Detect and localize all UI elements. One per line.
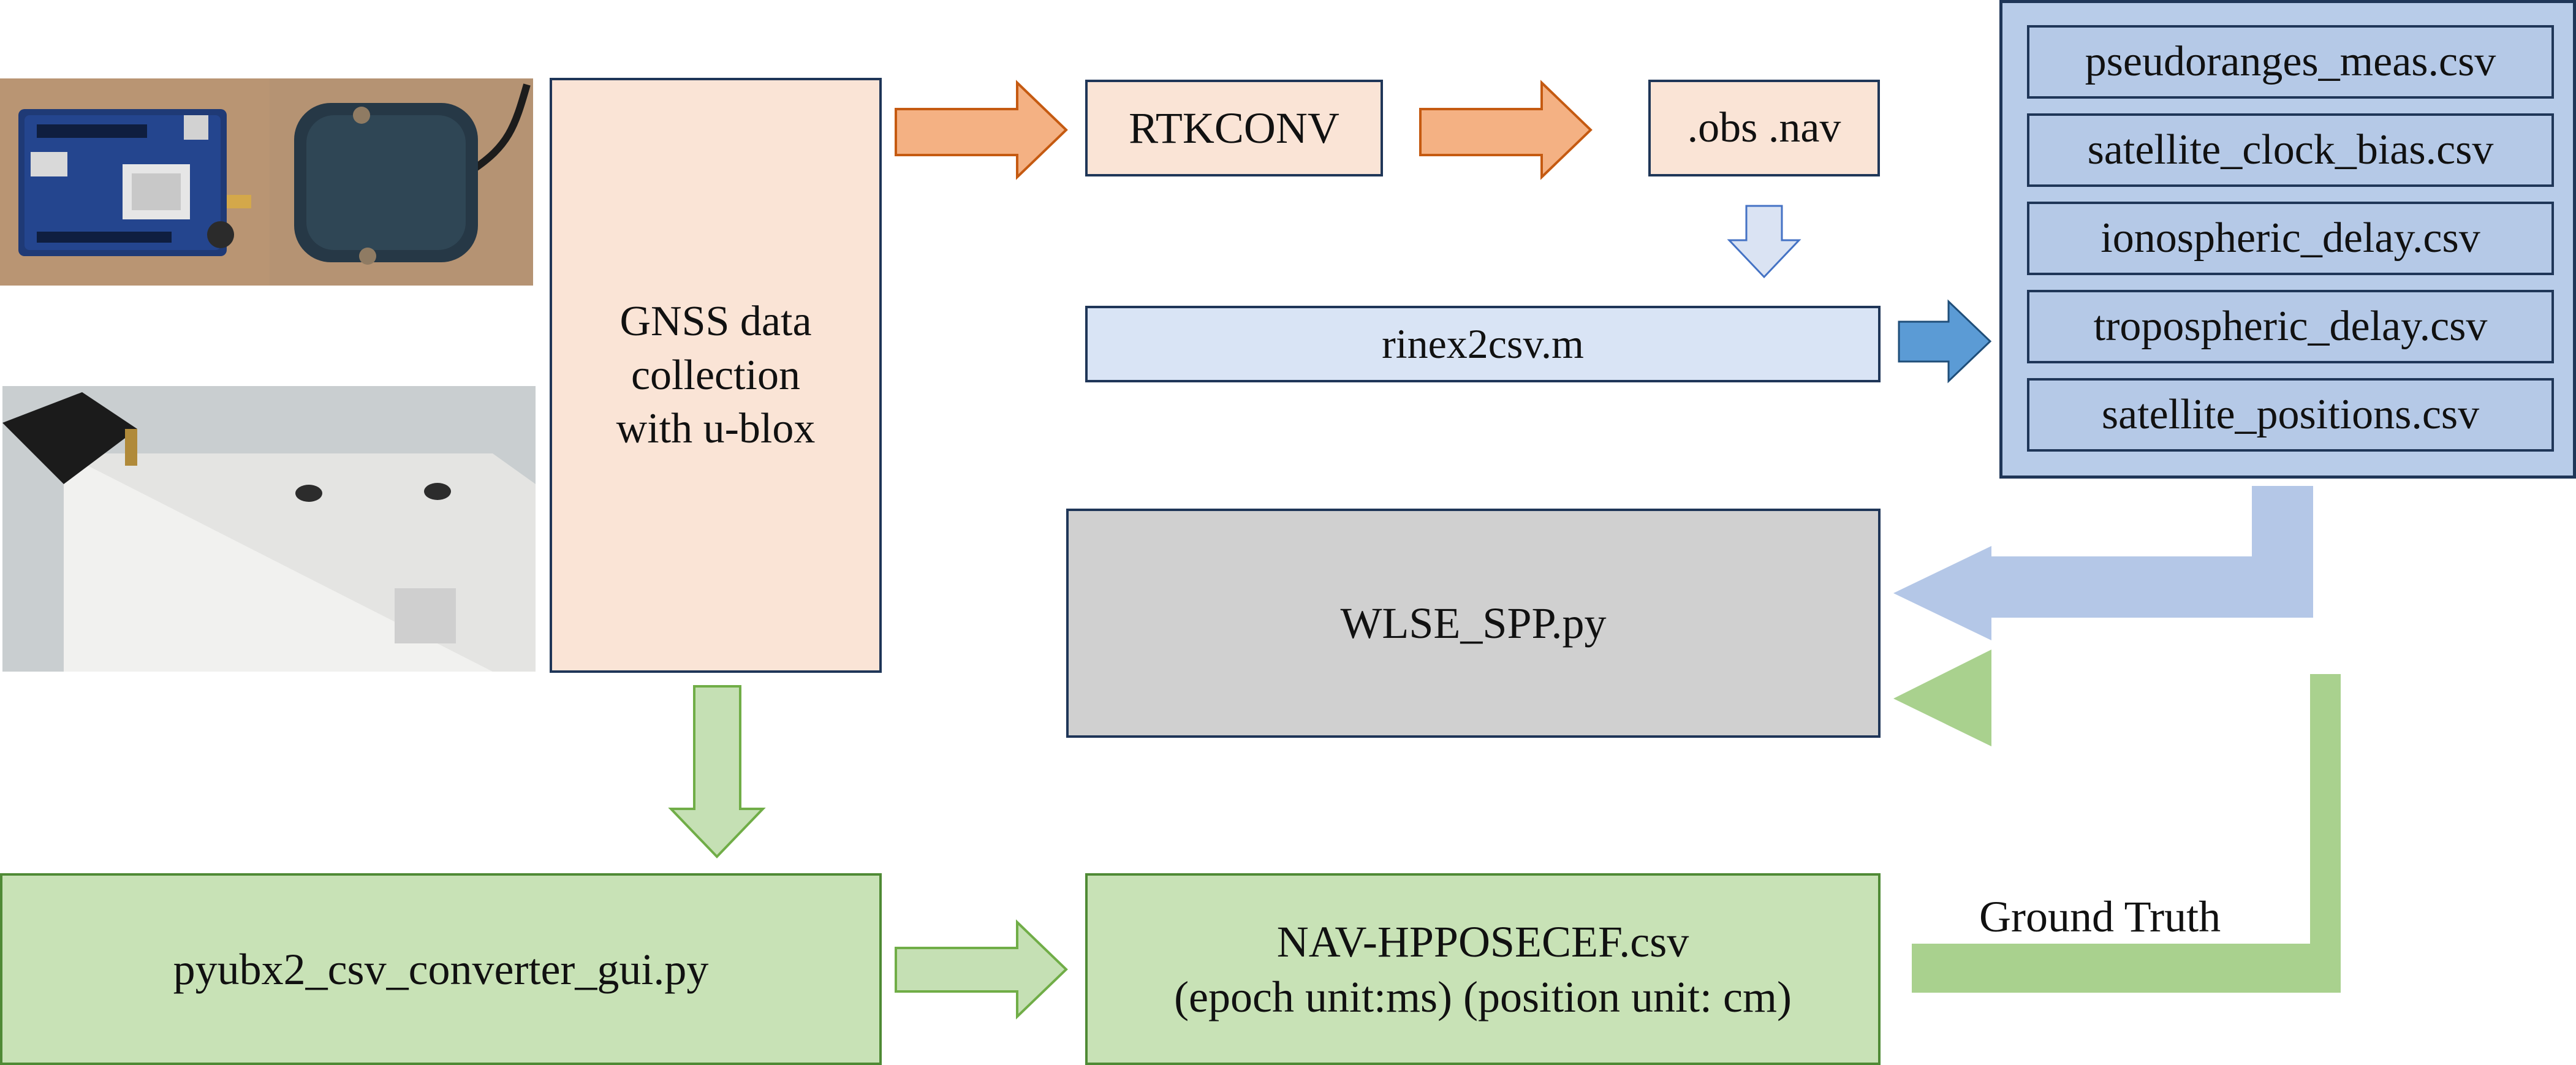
- device-photo: [2, 386, 536, 672]
- obs-nav-box: .obs .nav: [1648, 80, 1880, 176]
- csv-output-item: ionospheric_delay.csv: [2027, 202, 2554, 275]
- csv-output-item: satellite_clock_bias.csv: [2027, 113, 2554, 187]
- arrow-rinex2csv-to-csvs: [1898, 299, 1992, 384]
- wlse-spp-box: WLSE_SPP.py: [1066, 509, 1881, 738]
- nav-hpposecef-box: NAV-HPPOSECEF.csv (epoch unit:ms) (posit…: [1085, 873, 1881, 1065]
- arrow-rtkconv-to-obsnav: [1419, 80, 1593, 180]
- csv-output-item: tropospheric_delay.csv: [2027, 290, 2554, 363]
- rinex2csv-box: rinex2csv.m: [1085, 306, 1881, 382]
- arrow-csvs-to-wlse: [1893, 486, 2313, 640]
- nav-hpposecef-filename: NAV-HPPOSECEF.csv: [1276, 917, 1689, 966]
- rtkconv-box: RTKCONV: [1085, 80, 1383, 176]
- csv-output-item: pseudoranges_meas.csv: [2027, 25, 2554, 99]
- arrow-collection-to-rtkconv: [895, 80, 1068, 180]
- board-photo: [0, 78, 270, 286]
- nav-hpposecef-units: (epoch unit:ms) (position unit: cm): [1174, 972, 1792, 1021]
- arrow-collection-to-pyubx2: [668, 685, 766, 858]
- arrow-obsnav-to-rinex2csv: [1727, 205, 1801, 279]
- csv-outputs-container: pseudoranges_meas.csv satellite_clock_bia…: [1999, 0, 2576, 479]
- gnss-collection-label: GNSS data collection with u-blox: [616, 298, 816, 453]
- pyubx2-converter-label: pyubx2_csv_converter_gui.py: [173, 944, 709, 994]
- ground-truth-label: Ground Truth: [1979, 892, 2221, 941]
- antenna-photo: [270, 78, 533, 286]
- pyubx2-converter-box: pyubx2_csv_converter_gui.py: [0, 873, 882, 1065]
- wlse-spp-label: WLSE_SPP.py: [1340, 599, 1607, 648]
- gnss-collection-box: GNSS data collection with u-blox: [550, 78, 882, 673]
- rinex2csv-label: rinex2csv.m: [1382, 320, 1584, 367]
- csv-output-item: satellite_positions.csv: [2027, 378, 2554, 452]
- arrow-pyubx2-to-hpposecef: [895, 919, 1068, 1020]
- rtkconv-label: RTKCONV: [1129, 104, 1339, 153]
- obs-nav-label: .obs .nav: [1687, 104, 1841, 152]
